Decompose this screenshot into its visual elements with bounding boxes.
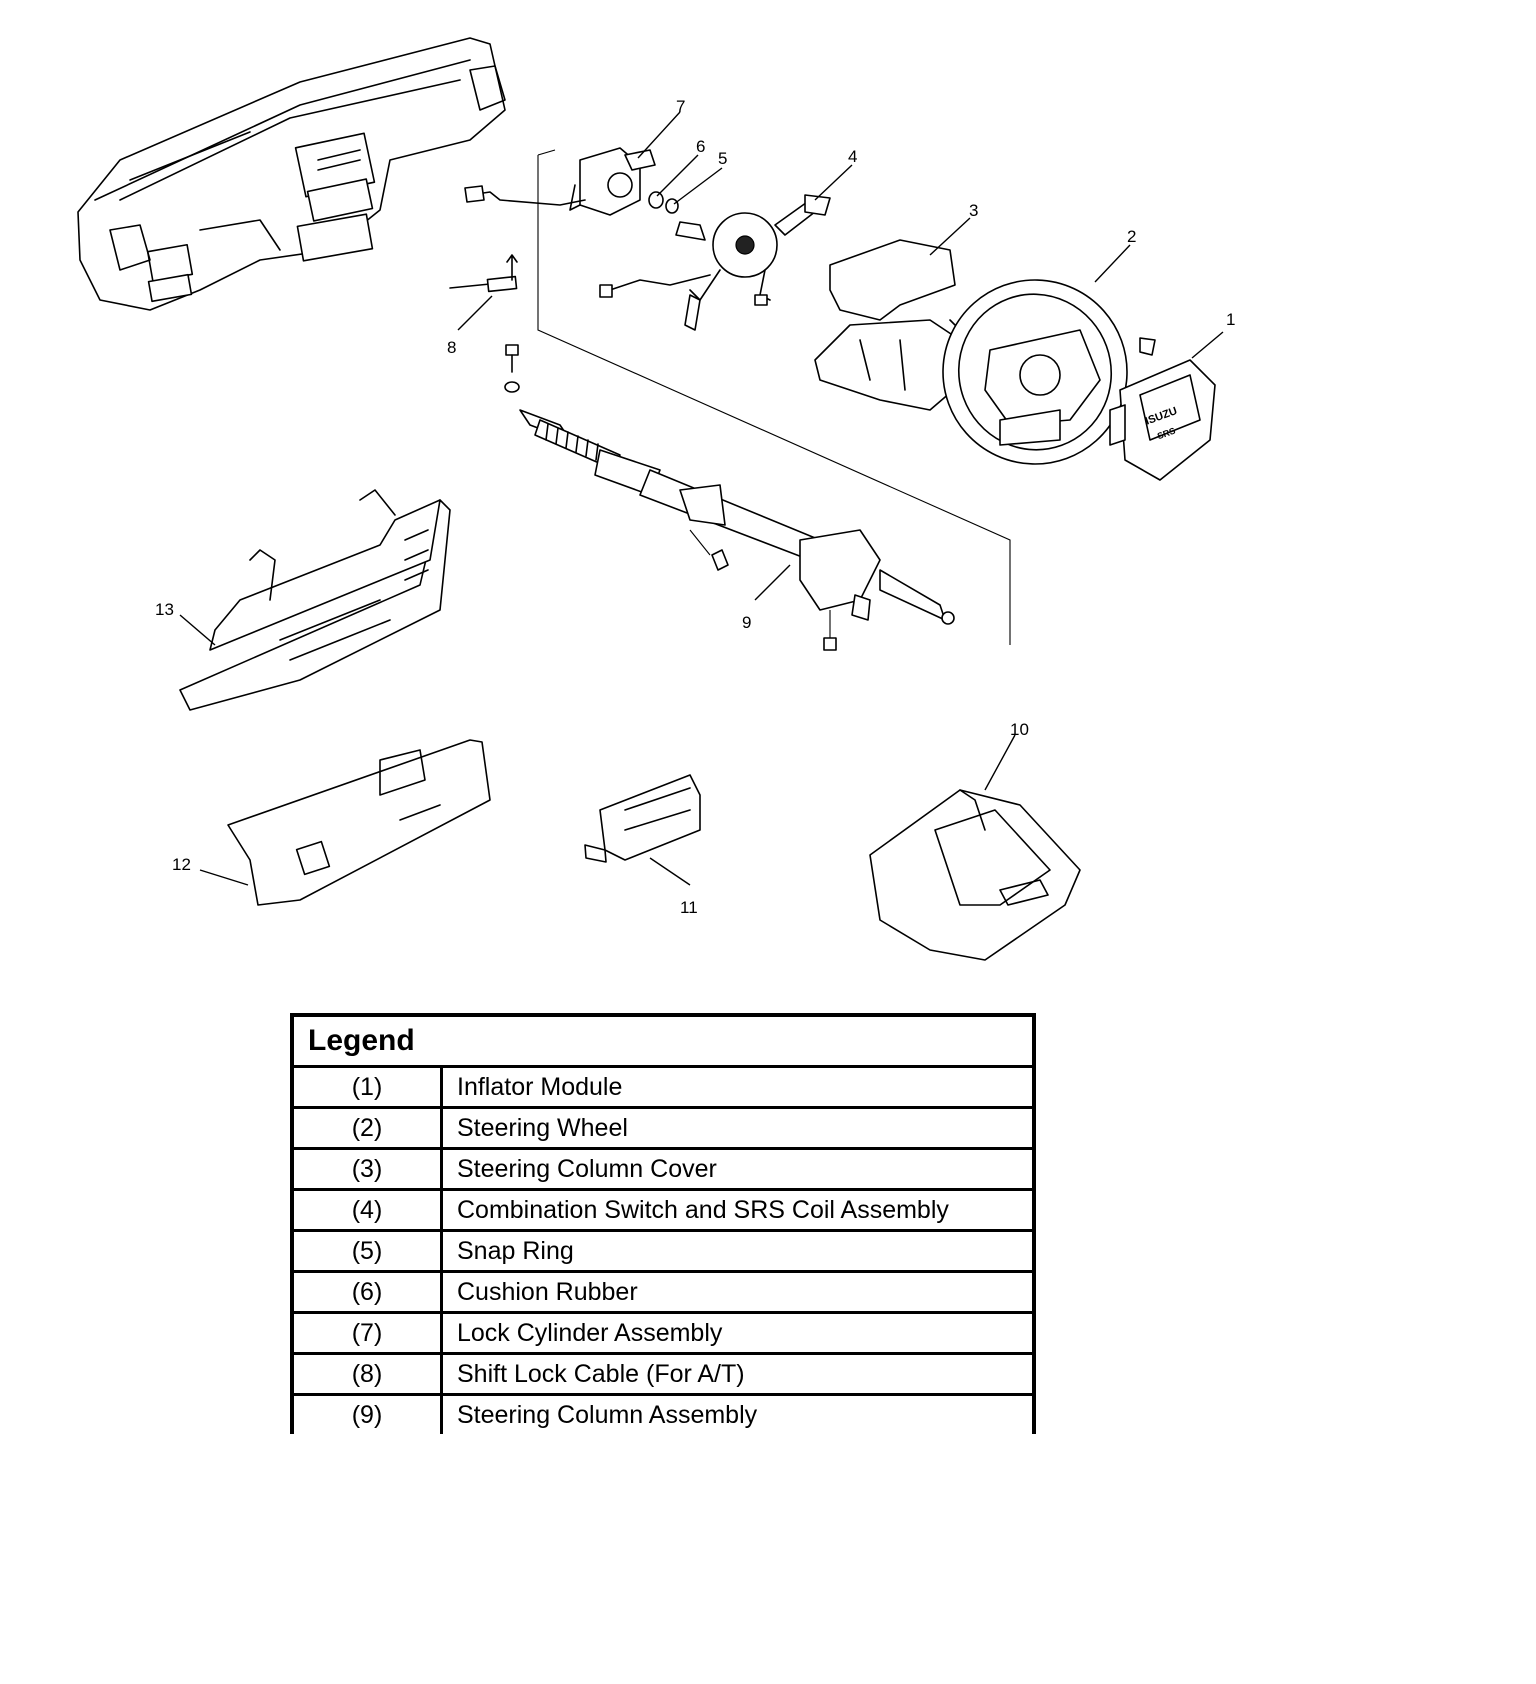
legend-row: (2) Steering Wheel <box>292 1107 1034 1150</box>
instrument-panel <box>77 37 506 311</box>
callout-11: 11 <box>680 898 698 917</box>
callout-8: 8 <box>447 338 456 357</box>
callout-2: 2 <box>1127 227 1136 246</box>
legend-row: (1) Inflator Module <box>292 1066 1034 1109</box>
combination-switch <box>599 194 831 331</box>
legend-desc: Steering Column Cover <box>441 1148 1034 1191</box>
callout-7: 7 <box>676 97 685 116</box>
knee-panel <box>227 739 491 906</box>
assembly-outline <box>537 149 1011 645</box>
lower-cover <box>584 774 701 863</box>
callout-5: 5 <box>718 149 727 168</box>
snap-ring <box>665 198 679 214</box>
callout-9: 9 <box>742 613 751 632</box>
callout-10: 10 <box>1010 720 1029 739</box>
callouts: 1 2 3 4 5 6 7 8 9 10 11 12 13 <box>155 97 1235 917</box>
steering-column-assembly <box>519 409 955 651</box>
legend-row: (7) Lock Cylinder Assembly <box>292 1312 1034 1355</box>
callout-13: 13 <box>155 600 174 619</box>
center-console <box>869 789 1081 961</box>
shift-lock-cable <box>449 254 518 293</box>
bolt <box>504 344 520 393</box>
legend-num: (7) <box>292 1312 443 1355</box>
steering-wheel <box>942 279 1156 465</box>
inflator-module: ISUZU SRS <box>1109 359 1216 481</box>
callout-3: 3 <box>969 201 978 220</box>
legend-desc: Combination Switch and SRS Coil Assembly <box>441 1189 1034 1232</box>
legend-num: (5) <box>292 1230 443 1273</box>
legend-title: Legend <box>292 1015 1034 1068</box>
callout-1: 1 <box>1226 310 1235 329</box>
legend-desc: Shift Lock Cable (For A/T) <box>441 1353 1034 1396</box>
legend-desc: Snap Ring <box>441 1230 1034 1273</box>
cross-member-bracket <box>179 489 451 711</box>
legend-desc: Steering Wheel <box>441 1107 1034 1150</box>
legend-num: (1) <box>292 1066 443 1109</box>
callout-12: 12 <box>172 855 191 874</box>
legend-num: (8) <box>292 1353 443 1396</box>
cushion-rubber <box>648 191 664 209</box>
legend-row: (9) Steering Column Assembly <box>292 1394 1034 1434</box>
legend-desc: Cushion Rubber <box>441 1271 1034 1314</box>
legend-num: (4) <box>292 1189 443 1232</box>
callout-6: 6 <box>696 137 705 156</box>
legend-row: (8) Shift Lock Cable (For A/T) <box>292 1353 1034 1396</box>
legend-table: Legend (1) Inflator Module (2) Steering … <box>290 1013 1036 1434</box>
legend-desc: Lock Cylinder Assembly <box>441 1312 1034 1355</box>
lock-cylinder-assembly <box>464 147 656 216</box>
legend-row: (5) Snap Ring <box>292 1230 1034 1273</box>
legend-num: (6) <box>292 1271 443 1314</box>
exploded-parts-diagram: ISUZU SRS <box>77 37 1235 961</box>
legend-num: (2) <box>292 1107 443 1150</box>
legend-desc: Inflator Module <box>441 1066 1034 1109</box>
legend-num: (9) <box>292 1394 443 1434</box>
legend-num: (3) <box>292 1148 443 1191</box>
legend-row: (6) Cushion Rubber <box>292 1271 1034 1314</box>
callout-4: 4 <box>848 147 857 166</box>
legend-row: (4) Combination Switch and SRS Coil Asse… <box>292 1189 1034 1232</box>
legend-desc: Steering Column Assembly <box>457 1400 758 1429</box>
legend-row: (3) Steering Column Cover <box>292 1148 1034 1191</box>
